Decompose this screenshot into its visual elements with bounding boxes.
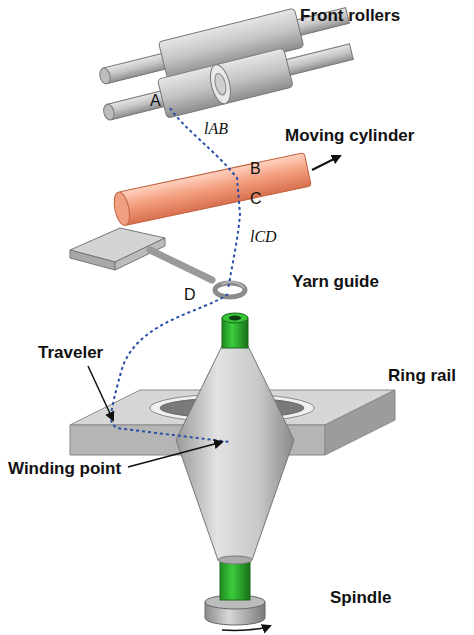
length-symbol: lAB xyxy=(204,120,228,138)
part-name: Yarn guide xyxy=(292,272,379,292)
point-letter: D xyxy=(184,286,196,304)
point-letter: A xyxy=(150,92,161,110)
length-symbol: lCD xyxy=(250,228,277,246)
part-name: Front rollers xyxy=(300,6,400,26)
point-letter: B xyxy=(250,160,261,178)
part-name: Traveler xyxy=(38,343,103,363)
part-name: Moving cylinder xyxy=(285,126,414,146)
part-name: Spindle xyxy=(330,588,391,608)
part-name: Ring rail xyxy=(388,366,456,386)
point-letter: C xyxy=(250,190,262,208)
part-name: Winding point xyxy=(8,459,121,479)
